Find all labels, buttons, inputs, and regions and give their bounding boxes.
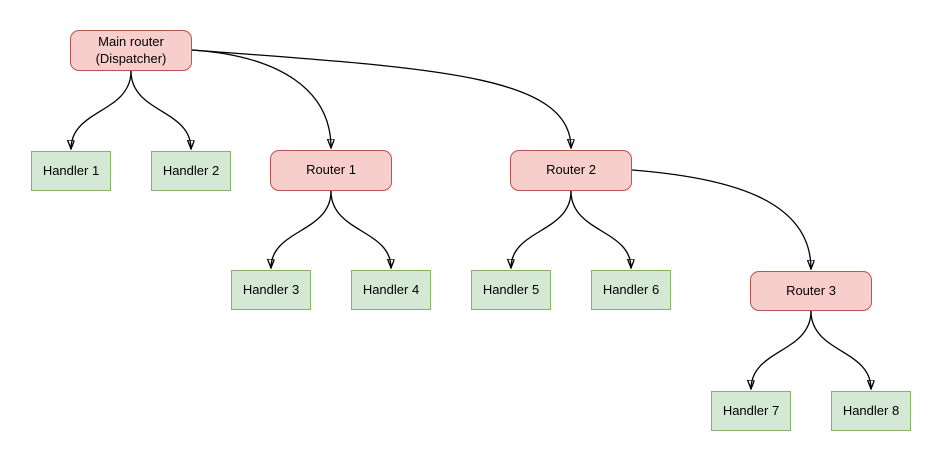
edge-router-3-to-handler-7	[751, 310, 812, 389]
node-router-2: Router 2	[510, 150, 632, 191]
node-handler-2: Handler 2	[151, 151, 231, 191]
edge-main-to-handler-1	[71, 70, 132, 149]
edge-main-to-handler-2	[130, 70, 191, 149]
edge-main-to-router-1	[191, 49, 331, 148]
node-handler-4: Handler 4	[351, 270, 431, 310]
node-handler-8: Handler 8	[831, 391, 911, 431]
edge-router-2-to-handler-5	[511, 190, 572, 268]
node-handler-5: Handler 5	[471, 270, 551, 310]
edge-router-2-to-handler-6	[570, 190, 631, 268]
edge-router-2-to-router-3	[631, 169, 811, 269]
node-handler-1: Handler 1	[31, 151, 111, 191]
edge-router-1-to-handler-3	[271, 190, 332, 268]
node-router-1: Router 1	[270, 150, 392, 191]
node-main-router: Main router (Dispatcher)	[70, 30, 192, 71]
node-handler-6: Handler 6	[591, 270, 671, 310]
node-router-3: Router 3	[750, 271, 872, 311]
node-handler-3: Handler 3	[231, 270, 311, 310]
edge-router-1-to-handler-4	[330, 190, 391, 268]
edge-main-to-router-2	[191, 49, 571, 148]
node-handler-7: Handler 7	[711, 391, 791, 431]
edge-router-3-to-handler-8	[810, 310, 871, 389]
